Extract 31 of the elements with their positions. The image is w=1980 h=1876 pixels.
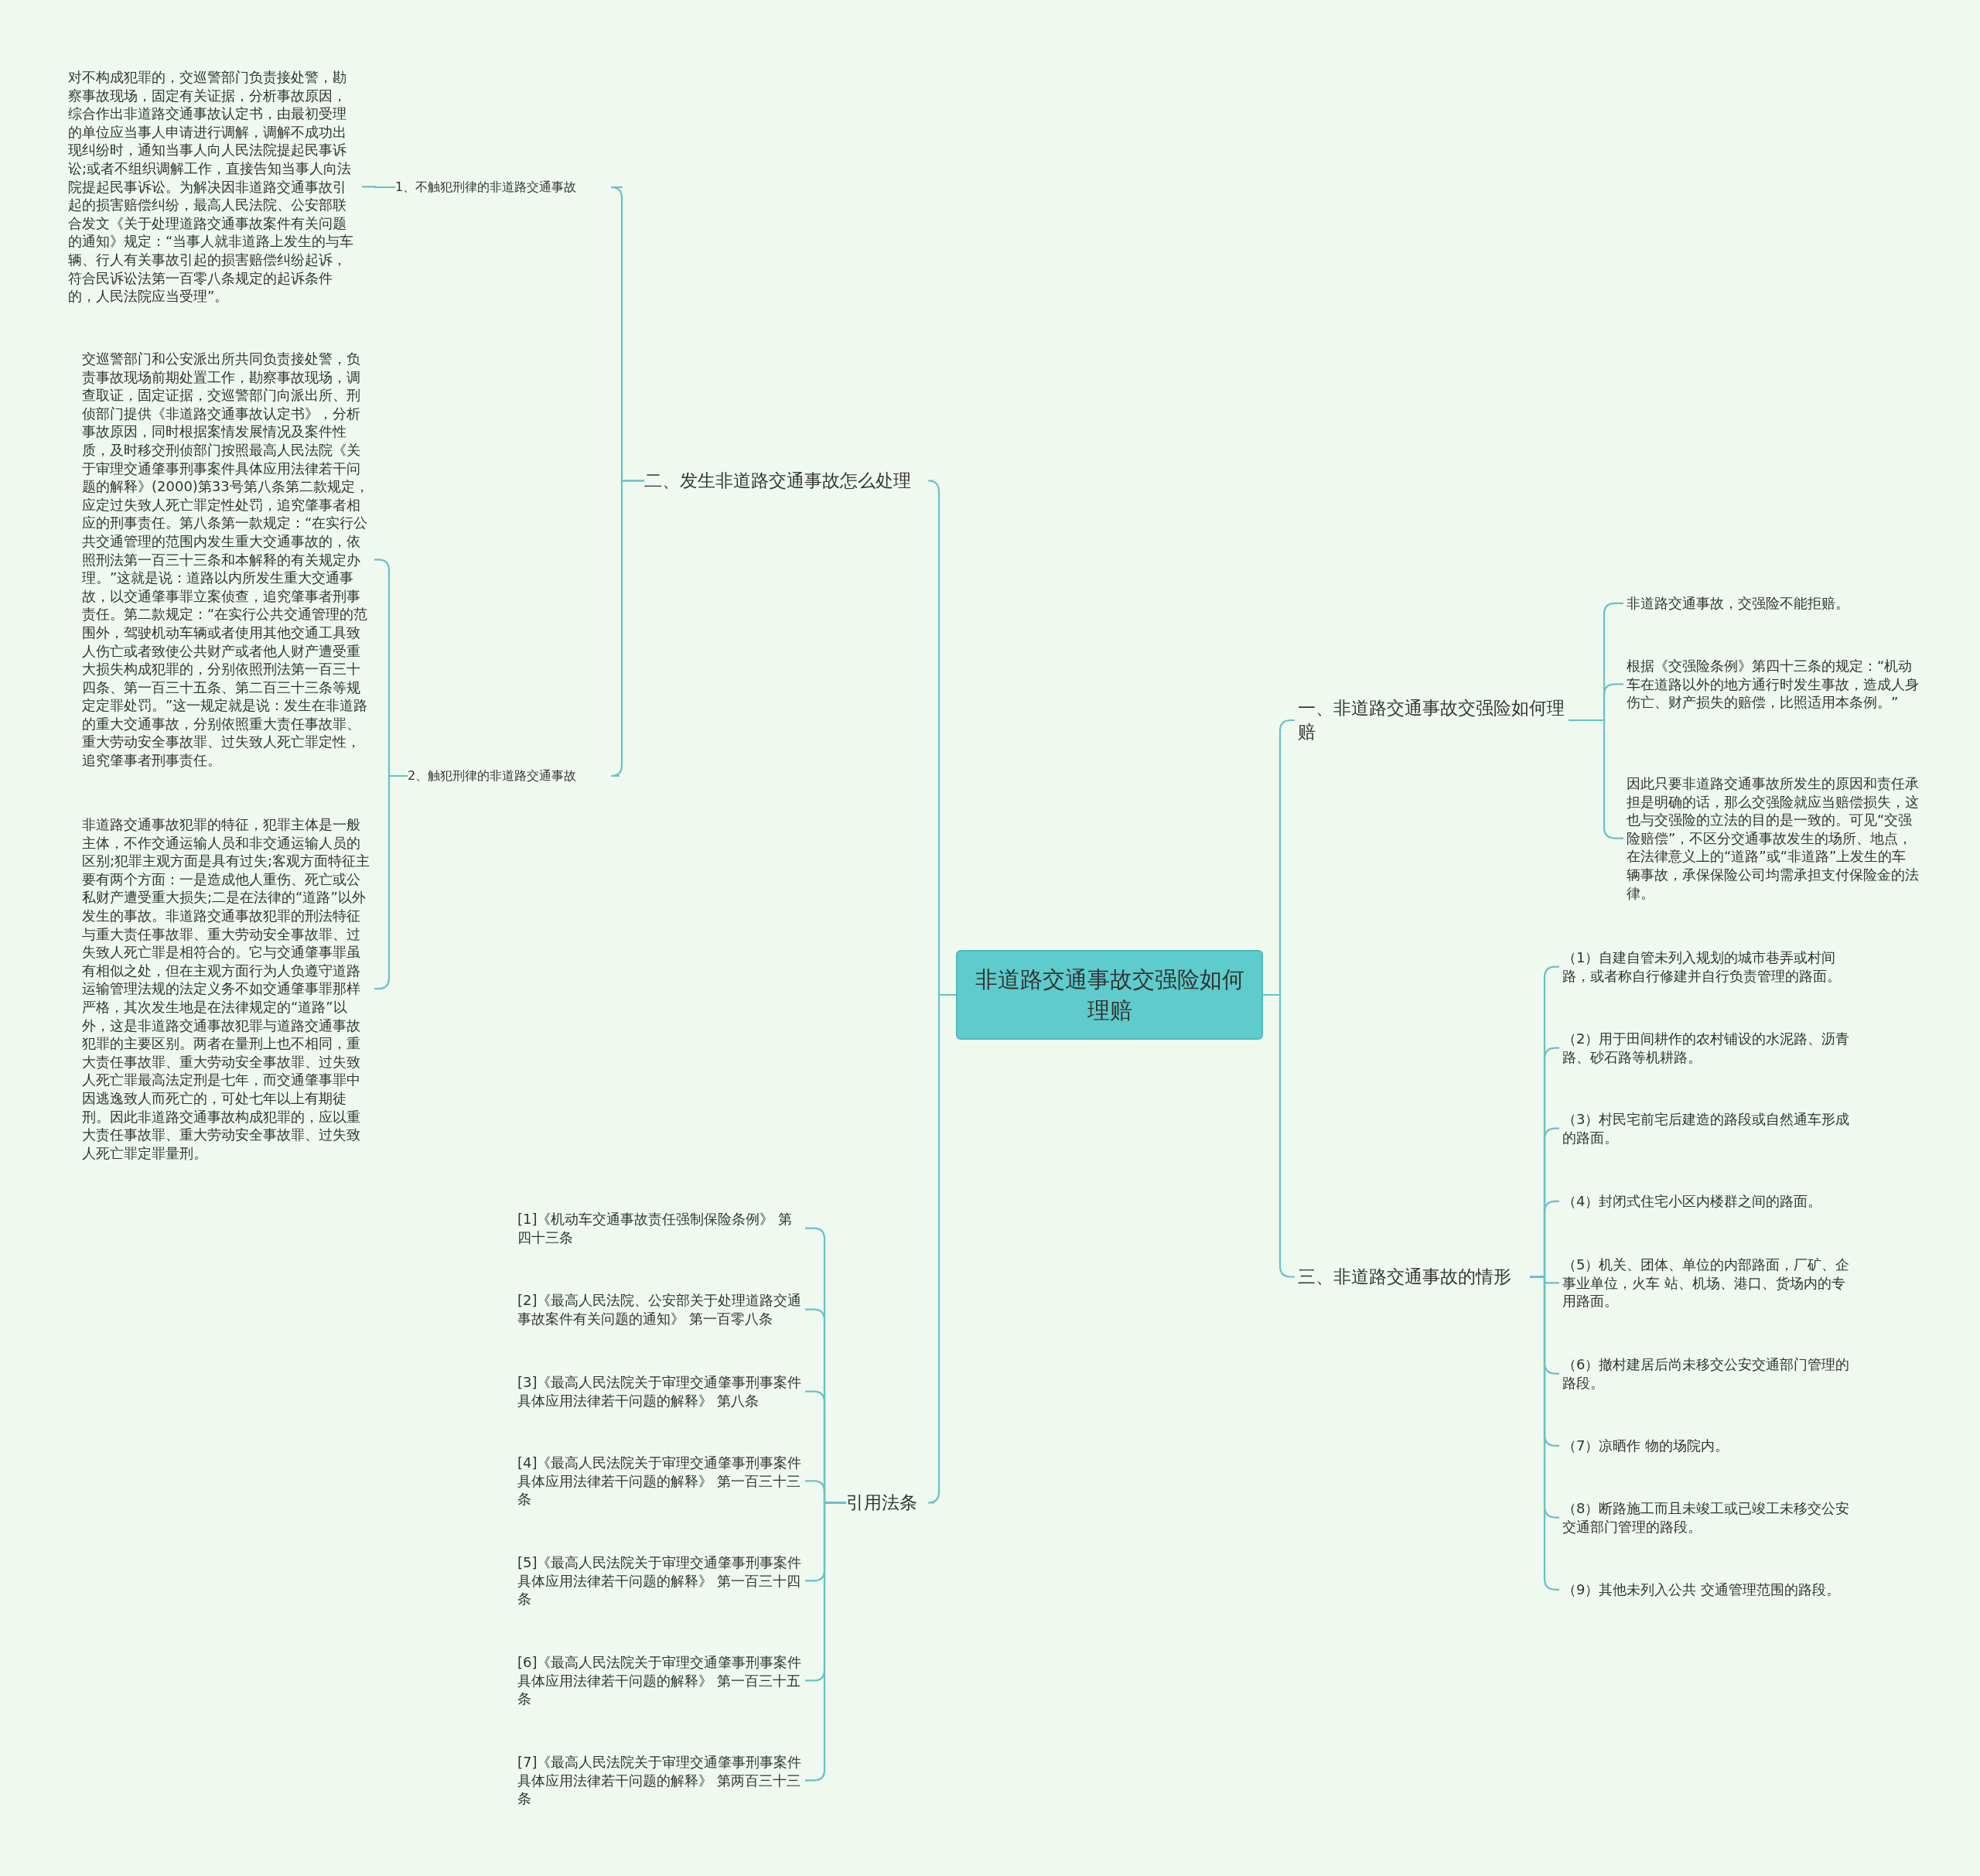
note-text: [7]《最高人民法院关于审理交通肇事刑事案件具体应用法律若干问题的解释》 第两百三十三条 xyxy=(517,1753,802,1808)
central-topic-box: 非道路交通事故交强险如何理赔 xyxy=(956,950,1263,1040)
note-text: 对不构成犯罪的，交巡警部门负责接处警，勘察事故现场，固定有关证据，分析事故原因，综合作出非道路交通事故认定书，由最初受理的单位应当事人申请进行调解，调解不成功出现纠纷时，通知当事人向人民法院提起民事诉讼;或者不组织调解工作，直接告知当事人向法院提起民事诉讼。为解决因非道路交通事故引起的损害赔偿纠纷，最高人民法院、公安部联合发文《关于处理道路交通事故案件有关问题的通知》规定：“当事人就非道路上发生的与车辆、行人有关事故引起的损害赔偿纠纷起诉，符合民诉讼法第一百零八条规定的起诉条件的，人民法院应当受理”。 xyxy=(68,68,359,306)
note-text: （4）封闭式住宅小区内楼群之间的路面。 xyxy=(1562,1192,1850,1211)
connector-line xyxy=(362,186,395,189)
note-text: 根据《交强险条例》第四十三条的规定：“机动车在道路以外的地方通行时发生事故，造成人身伤亡、财产损失的赔偿，比照适用本条例。” xyxy=(1627,657,1919,712)
note-text: 因此只要非道路交通事故所发生的原因和责任承担是明确的话，那么交强险就应当赔偿损失，这也与交强险的立法的目的是一致的。可见“交强险赔偿”，不区分交通事故发生的场所、地点，在法律意义上的“道路”或“非道路”上发生的车辆事故，承保保险公司均需承担支付保险金的法律。 xyxy=(1627,774,1919,903)
branch-label: 二、发生非道路交通事故怎么处理 xyxy=(644,469,930,493)
note-text: [1]《机动车交通事故责任强制保险条例》 第四十三条 xyxy=(517,1210,802,1247)
note-text: [6]《最高人民法院关于审理交通肇事刑事案件具体应用法律若干问题的解释》 第一百三十五条 xyxy=(517,1653,802,1708)
note-text: 非道路交通事故犯罪的特征，犯罪主体是一般主体，不作交通运输人员和非交通运输人员的区别;犯罪主观方面是具有过失;客观方面特征主要有两个方面：一是造成他人重伤、死亡或公私财产遭受重大损失;二是在法律的“道路”以外发生的事故。非道路交通事故犯罪的刑法特征与重大责任事故罪、重大劳动安全事故罪、过失致人死亡罪是相符合的。它与交通肇事罪虽有相似之处，但在主观方面行为人负遵守道路运输管理法规的法定义务不如交通肇事罪那样严格，其次发生地是在法律规定的“道路”以外，这是非道路交通事故犯罪与道路交通事故犯罪的主要区别。两者在量刑上也不相同，重大责任事故罪、重大劳动安全事故罪、过失致人死亡罪最高法定刑是七年，而交通肇事罪中因逃逸致人而死亡的，可处七年以上有期徒刑。因此非道路交通事故构成犯罪的，应以重大责任事故罪、重大劳动安全事故罪、过失致人死亡罪定罪量刑。 xyxy=(82,815,371,1163)
branch-label: 引用法条 xyxy=(846,1491,931,1515)
note-text: （9）其他未列入公共 交通管理范围的路段。 xyxy=(1562,1580,1850,1599)
note-text: [3]《最高人民法院关于审理交通肇事刑事案件具体应用法律若干问题的解释》 第八条 xyxy=(517,1373,802,1410)
sub-branch-label: 1、不触犯刑律的非道路交通事故 xyxy=(395,179,620,196)
note-text: 交巡警部门和公安派出所共同负责接处警，负责事故现场前期处置工作，勘察事故现场，调查取证，固定证据，交巡警部门向派出所、刑侦部门提供《非道路交通事故认定书》，分析事故原因，同时根据案情发展情况及案件性质，及时移交刑侦部门按照最高人民法院《关于审理交通肇事刑事案件具体应用法律若干问题的解释》(2000)第33号第八条第二款规定，应定过失致人死亡罪定性处罚，追究肇事者相应的刑事责任。第八条第一款规定：“在实行公共交通管理的范围内发生重大交通事故的，依照刑法第一百三十三条和本解释的有关规定办理。”这就是说：道路以内所发生重大交通事故，以交通肇事罪立案侦查，追究肇事者刑事责任。第二款规定：“在实行公共交通管理的范围外，驾驶机动车辆或者使用其他交通工具致人伤亡或者致使公共财产或者他人财产遭受重大损失构成犯罪的，分别依照刑法第一百三十四条、第一百三十五条、第二百三十三条等规定定罪处罚。”这一规定就是说：发生在非道路的重大交通事故，分别依照重大责任事故罪、重大劳动安全事故罪、过失致人死亡罪定性，追究肇事者刑事责任。 xyxy=(82,350,371,770)
note-text: （7）凉晒作 物的场院内。 xyxy=(1562,1437,1850,1455)
note-text: （1）自建自管未列入规划的城市巷弄或村间路，或者称自行修建并自行负责管理的路面。 xyxy=(1562,948,1850,986)
note-text: （3）村民宅前宅后建造的路段或自然通车形成的路面。 xyxy=(1562,1110,1850,1147)
note-text: （8）断路施工而且未竣工或已竣工未移交公安交通部门管理的路段。 xyxy=(1562,1499,1850,1536)
branch-label: 一、非道路交通事故交强险如何理赔 xyxy=(1298,696,1569,744)
note-text: [4]《最高人民法院关于审理交通肇事刑事案件具体应用法律若干问题的解释》 第一百三十三条 xyxy=(517,1454,802,1509)
connector-line xyxy=(1263,993,1295,1278)
note-text: （2）用于田间耕作的农村铺设的水泥路、沥青路、砂石路等机耕路。 xyxy=(1562,1030,1850,1067)
branch-label: 三、非道路交通事故的情形 xyxy=(1298,1265,1530,1289)
note-text: （5）机关、团体、单位的内部路面，厂矿、企事业单位，火车 站、机场、港口、货场内的专用路面。 xyxy=(1562,1256,1850,1310)
note-text: （6）撤村建居后尚未移交公安交通部门管理的路段。 xyxy=(1562,1355,1850,1392)
sub-branch-label: 2、触犯刑律的非道路交通事故 xyxy=(408,767,616,784)
note-text: [5]《最高人民法院关于审理交通肇事刑事案件具体应用法律若干问题的解释》 第一百三十四条 xyxy=(517,1553,802,1608)
note-text: 非道路交通事故，交强险不能拒赔。 xyxy=(1627,594,1919,613)
note-text: [2]《最高人民法院、公安部关于处理道路交通事故案件有关问题的通知》 第一百零八条 xyxy=(517,1291,802,1328)
